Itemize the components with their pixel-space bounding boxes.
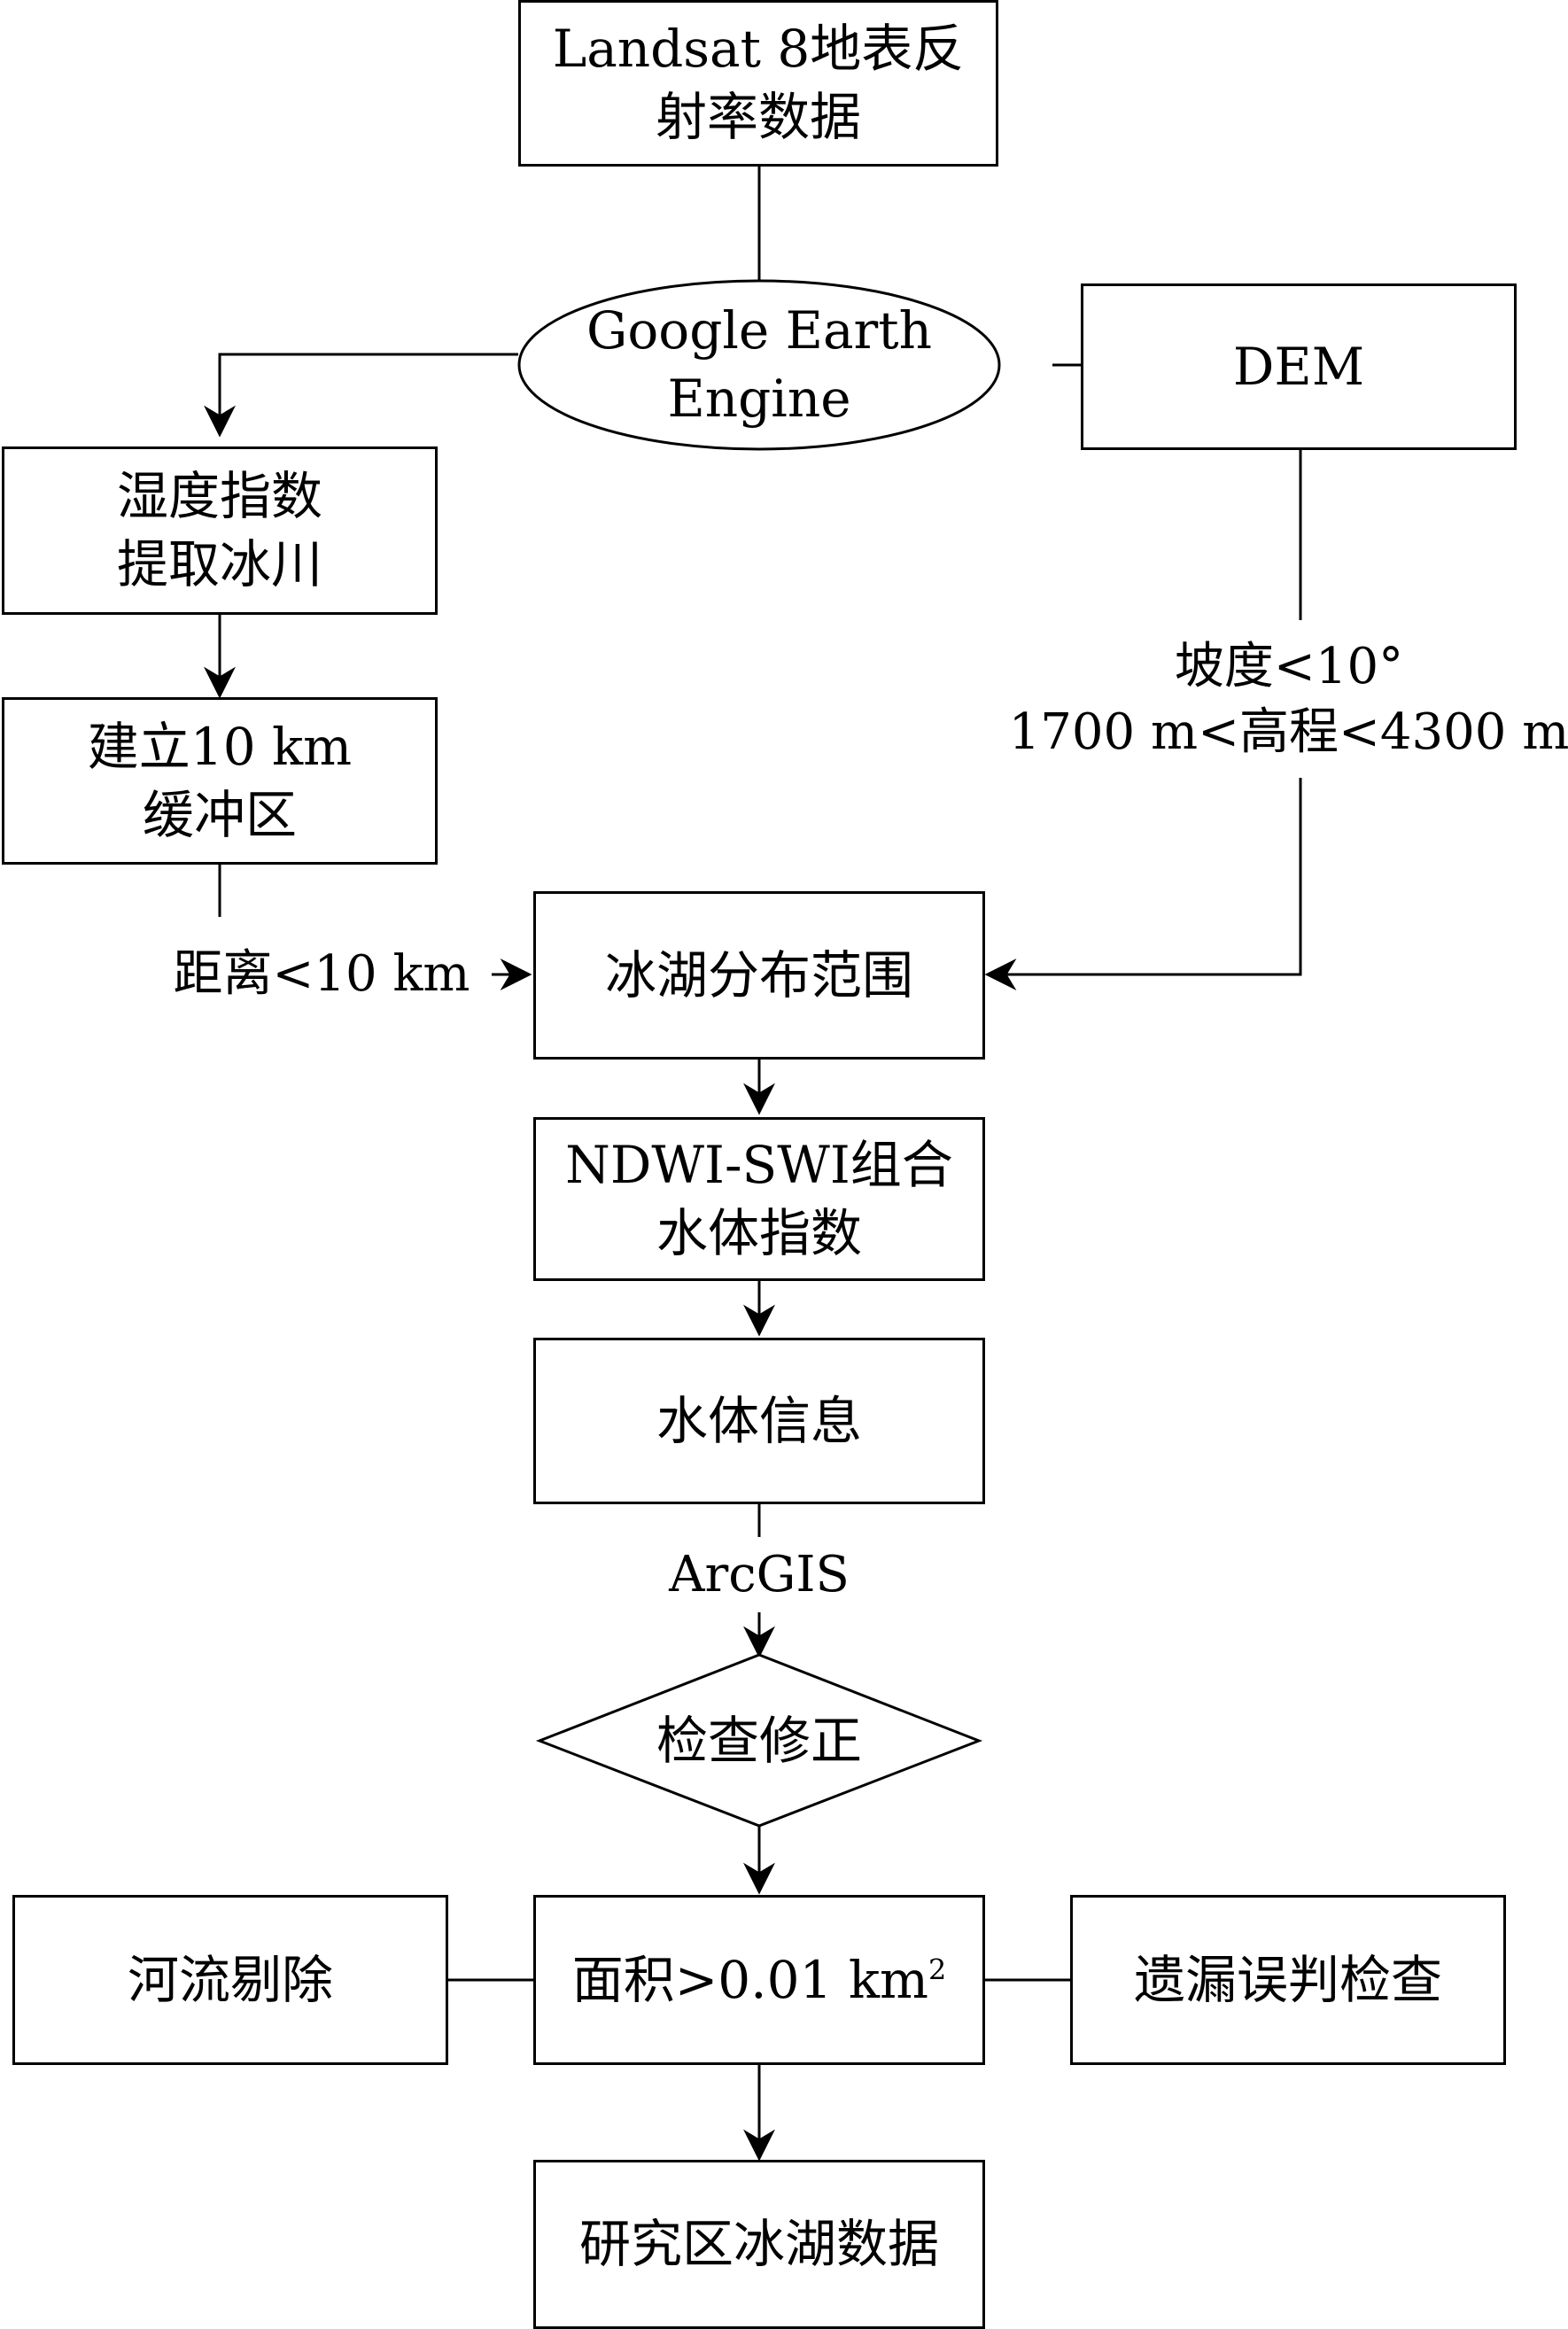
node-lake-range: 冰湖分布范围	[533, 891, 985, 1060]
edge-label-distance: 距离<10 km	[158, 939, 485, 1010]
edge-label-dem-condition: 坡度<10° 1700 m<高程<4300 m	[1008, 620, 1568, 780]
node-ndwi-swi: NDWI-SWI组合 水体指数	[533, 1117, 985, 1281]
arcgis-text: ArcGIS	[669, 1546, 850, 1604]
node-wetness-line1: 湿度指数	[116, 466, 322, 527]
node-buffer-line1: 建立10 km	[87, 716, 353, 777]
edge-gee-wetness	[204, 353, 518, 438]
node-wetness-line2: 提取冰川	[116, 534, 322, 594]
dem-condition-line1: 坡度<10°	[1174, 638, 1404, 696]
check-diamond	[535, 1653, 983, 1828]
node-result-label: 研究区冰湖数据	[578, 2214, 939, 2275]
node-wetness: 湿度指数 提取冰川	[2, 446, 438, 615]
node-area: 面积>0.01 km2	[533, 1895, 985, 2065]
node-lake-range-label: 冰湖分布范围	[604, 944, 913, 1005]
node-omission: 遗漏误判检查	[1070, 1895, 1506, 2065]
node-buffer: 建立10 km 缓冲区	[2, 697, 438, 865]
node-omission-label: 遗漏误判检查	[1133, 1949, 1442, 2010]
node-water-info-label: 水体信息	[656, 1390, 862, 1451]
node-river-label: 河流剔除	[127, 1949, 333, 2010]
node-result: 研究区冰湖数据	[533, 2160, 985, 2329]
node-landsat-line1: Landsat 8地表反	[552, 19, 965, 80]
distance-text: 距离<10 km	[173, 945, 470, 1004]
node-dem: DEM	[1081, 283, 1517, 450]
edge-label-arcgis: ArcGIS	[617, 1540, 901, 1611]
node-gee-line1: Google Earth	[586, 300, 932, 361]
node-area-sup: 2	[928, 1952, 947, 1987]
node-dem-label: DEM	[1232, 336, 1365, 397]
node-ndwi-line1: NDWI-SWI组合	[565, 1134, 953, 1195]
node-gee: Google Earth Engine	[519, 281, 999, 449]
node-area-label: 面积>0.01 km2	[572, 1946, 947, 2015]
node-check-label: 检查修正	[656, 1710, 862, 1771]
node-area-text: 面积>0.01 km	[571, 1949, 929, 2010]
node-gee-line2: Engine	[667, 369, 851, 429]
gee-ellipse	[517, 279, 1001, 451]
node-buffer-line2: 缓冲区	[142, 784, 297, 845]
node-landsat: Landsat 8地表反 射率数据	[518, 0, 998, 167]
node-check: 检查修正	[585, 1701, 934, 1781]
node-river: 河流剔除	[12, 1895, 448, 2065]
node-landsat-line2: 射率数据	[655, 87, 861, 147]
node-ndwi-line2: 水体指数	[656, 1202, 862, 1263]
dem-condition-line2: 1700 m<高程<4300 m	[1008, 703, 1568, 761]
node-water-info: 水体信息	[533, 1338, 985, 1504]
edge-condition-lakerange	[984, 778, 1302, 990]
